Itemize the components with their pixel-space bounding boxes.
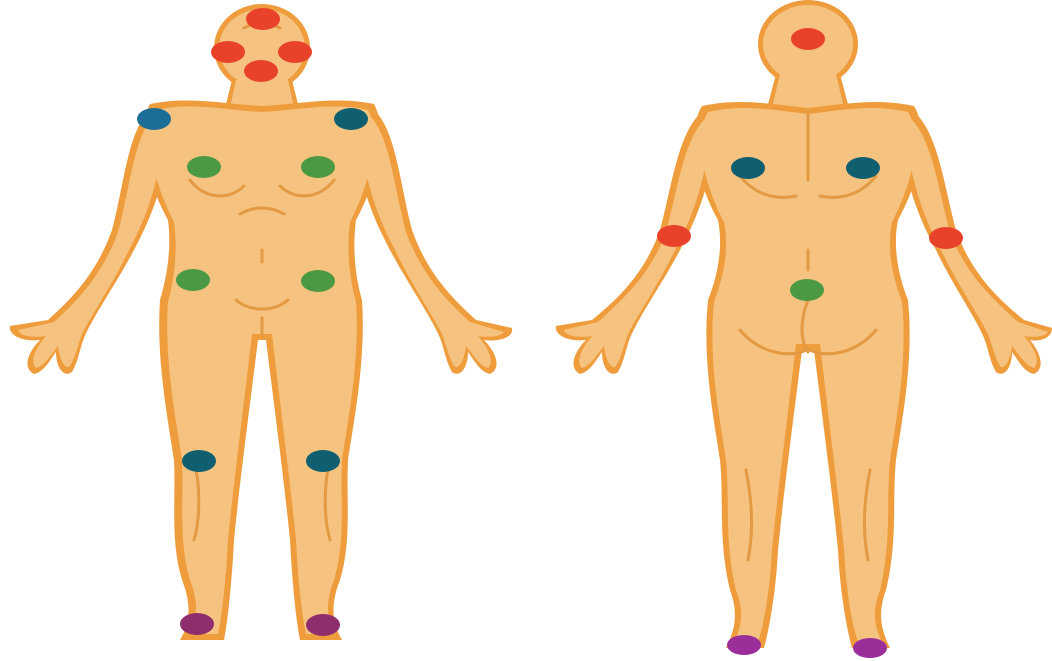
front-left-temple-marker — [211, 41, 245, 63]
front-right-shoulder-marker — [334, 108, 368, 130]
back-body-figure — [556, 0, 1052, 648]
front-left-chest-marker — [187, 156, 221, 178]
front-right-temple-marker — [278, 41, 312, 63]
front-left-ankle-marker — [180, 613, 214, 635]
front-right-ankle-marker — [306, 614, 340, 636]
front-left-shoulder-marker — [137, 108, 171, 130]
front-left-hip-marker — [176, 269, 210, 291]
back-left-elbow-marker — [657, 225, 691, 247]
front-right-chest-marker — [301, 156, 335, 178]
front-chin-marker — [244, 60, 278, 82]
back-back-of-head-marker — [791, 28, 825, 50]
front-body-figure — [10, 4, 512, 640]
back-right-upper-back-marker — [846, 157, 880, 179]
back-left-upper-back-marker — [731, 157, 765, 179]
back-right-elbow-marker — [929, 227, 963, 249]
back-lower-back-marker — [790, 279, 824, 301]
front-right-knee-marker — [306, 450, 340, 472]
back-left-heel-marker — [727, 635, 761, 655]
front-forehead-marker — [246, 8, 280, 30]
back-right-heel-marker — [853, 638, 887, 658]
front-left-knee-marker — [182, 450, 216, 472]
front-right-hip-marker — [301, 270, 335, 292]
